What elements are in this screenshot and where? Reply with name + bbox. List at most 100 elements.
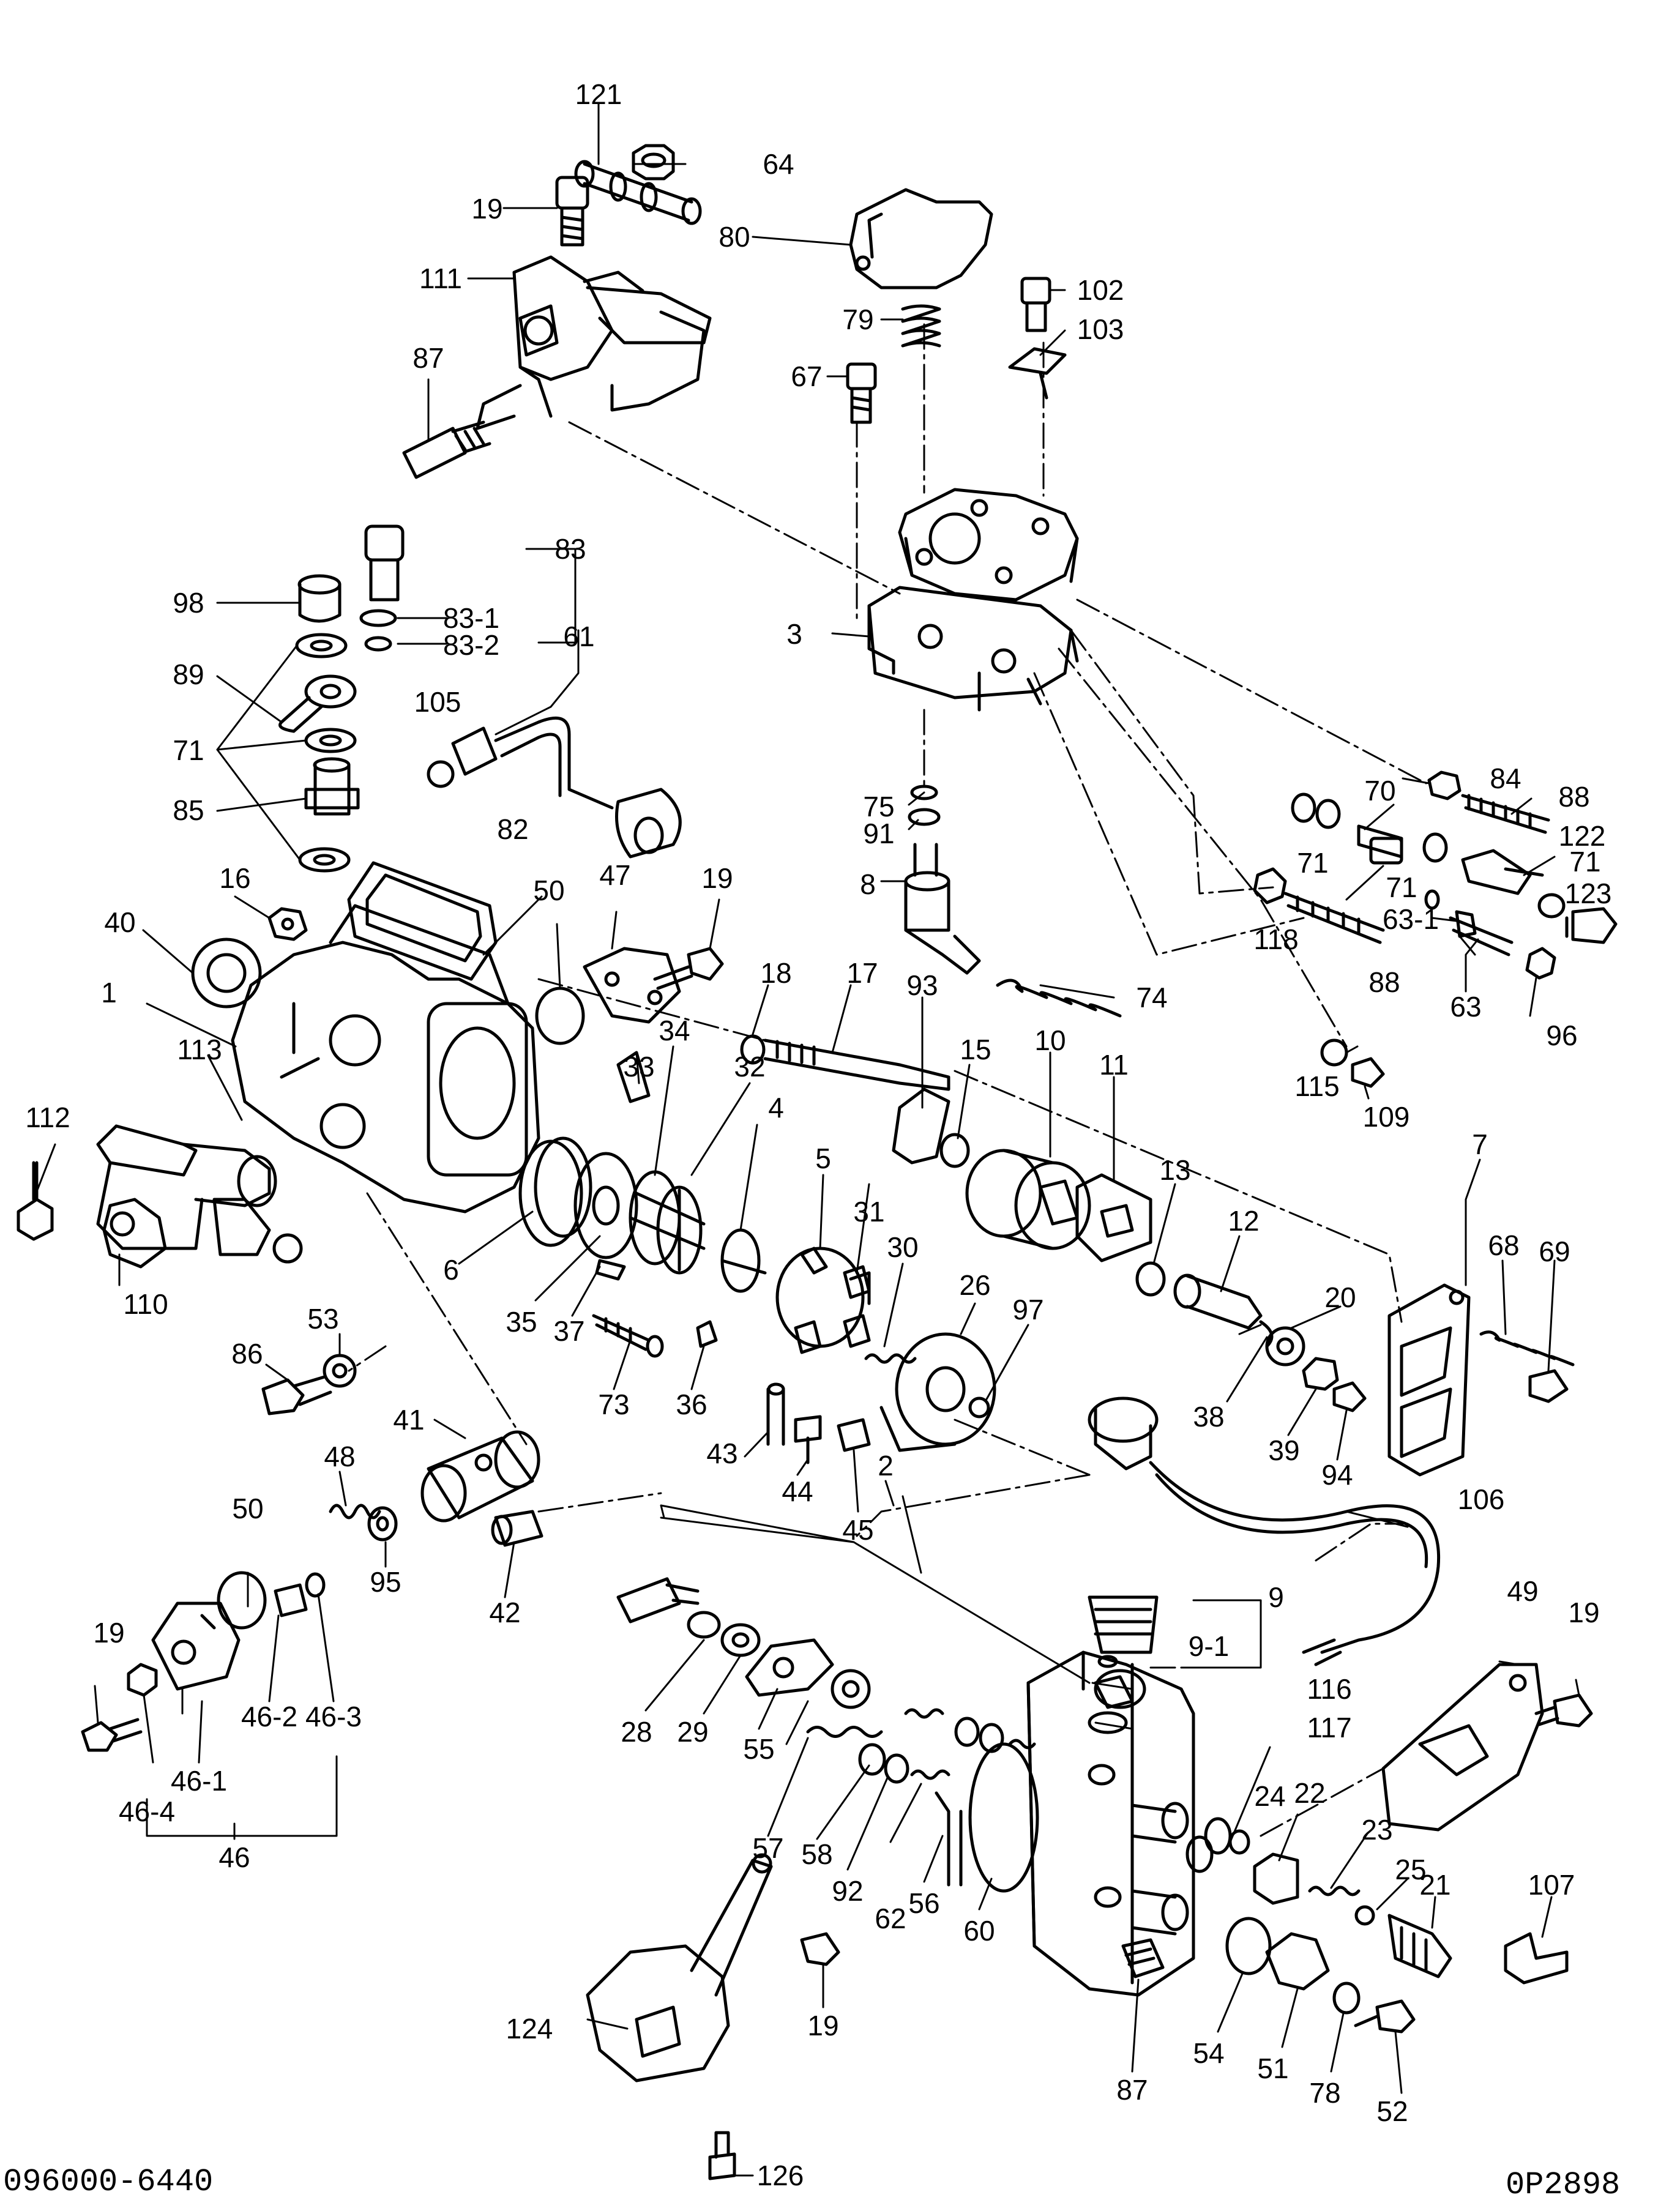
part-94-screw bbox=[1332, 1381, 1367, 1412]
callout-84: 84 bbox=[1490, 762, 1521, 794]
callout-71: 71 bbox=[1386, 871, 1417, 903]
part-21-nipple bbox=[1387, 1914, 1452, 1978]
part-85-connector bbox=[304, 757, 360, 816]
part-117-washer bbox=[1088, 1711, 1128, 1734]
callout-19: 19 bbox=[93, 1617, 125, 1649]
callout-117: 117 bbox=[1307, 1712, 1352, 1743]
callout-30: 30 bbox=[887, 1231, 919, 1263]
part-19-bolt-top bbox=[555, 176, 589, 247]
part-68-spring bbox=[1479, 1330, 1575, 1366]
callout-28: 28 bbox=[621, 1716, 652, 1748]
callout-12: 12 bbox=[1228, 1205, 1260, 1237]
drawing-code-label: 0P2898 bbox=[1506, 2167, 1621, 2203]
part-29-washer bbox=[720, 1623, 761, 1657]
part-105-oring bbox=[427, 760, 455, 788]
callout-48: 48 bbox=[324, 1441, 356, 1472]
callout-109: 109 bbox=[1362, 1101, 1410, 1133]
callout-87: 87 bbox=[413, 342, 444, 374]
callout-68: 68 bbox=[1488, 1229, 1520, 1261]
callout-126: 126 bbox=[756, 2160, 804, 2191]
part-19-bolt-right bbox=[1534, 1693, 1593, 1728]
part-113-timer-cover bbox=[96, 1124, 277, 1250]
callout-102: 102 bbox=[1077, 274, 1124, 306]
callout-31: 31 bbox=[853, 1196, 885, 1228]
callout-19: 19 bbox=[701, 862, 733, 894]
callout-98: 98 bbox=[173, 587, 204, 619]
part-19-bolt-left bbox=[81, 1718, 143, 1752]
part-70-bolt bbox=[1357, 824, 1403, 865]
callout-93: 93 bbox=[906, 969, 938, 1001]
callout-45: 45 bbox=[842, 1514, 874, 1546]
callout-86: 86 bbox=[231, 1338, 263, 1370]
callout-38: 38 bbox=[1193, 1401, 1225, 1433]
callout-19: 19 bbox=[1568, 1597, 1600, 1628]
callout-107: 107 bbox=[1528, 1869, 1575, 1901]
part-4-collar bbox=[720, 1228, 767, 1293]
part-62-spring bbox=[910, 1769, 950, 1780]
callout-11: 11 bbox=[1099, 1049, 1129, 1081]
callout-10: 10 bbox=[1034, 1024, 1066, 1056]
part-28-washer bbox=[687, 1611, 721, 1639]
part-64-nut bbox=[632, 144, 675, 181]
part-9-solenoid bbox=[1088, 1396, 1159, 1654]
callout-26: 26 bbox=[959, 1269, 991, 1301]
callout-13: 13 bbox=[1159, 1154, 1191, 1186]
callout-29: 29 bbox=[677, 1716, 709, 1748]
part-42-plug bbox=[491, 1510, 543, 1547]
alignment-lines bbox=[348, 323, 1427, 1837]
callout-121: 121 bbox=[575, 78, 622, 110]
part-1-pump-body bbox=[231, 904, 540, 1214]
part-126-bolt bbox=[708, 2131, 736, 2180]
part-44-screw bbox=[794, 1415, 822, 1464]
callout-85: 85 bbox=[173, 794, 204, 826]
part-63-adjust-screw bbox=[1449, 910, 1514, 956]
callout-53: 53 bbox=[307, 1303, 339, 1335]
part-26-governor-sleeve bbox=[879, 1332, 996, 1452]
callout-105: 105 bbox=[414, 686, 461, 718]
part-spring-set-a bbox=[806, 1708, 1036, 1753]
callout-35: 35 bbox=[506, 1306, 537, 1338]
callout-5: 5 bbox=[815, 1143, 831, 1174]
callout-73: 73 bbox=[598, 1389, 630, 1420]
part-plunger-assembly bbox=[616, 1577, 700, 1624]
part-37-pin bbox=[595, 1259, 626, 1281]
part-110-plate bbox=[102, 1198, 303, 1269]
callout-111: 111 bbox=[419, 263, 462, 294]
part-49-bracket bbox=[1381, 1663, 1544, 1832]
callout-123: 123 bbox=[1564, 878, 1612, 909]
callout-112: 112 bbox=[25, 1102, 70, 1133]
part-34-gear bbox=[629, 1170, 706, 1266]
part-123-bolt bbox=[1565, 907, 1618, 944]
callout-24: 24 bbox=[1254, 1780, 1286, 1812]
callout-74: 74 bbox=[1136, 982, 1168, 1013]
callout-51: 51 bbox=[1257, 2053, 1289, 2084]
callout-20: 20 bbox=[1324, 1281, 1356, 1313]
callout-79: 79 bbox=[842, 304, 874, 335]
part-52-bolt bbox=[1354, 1999, 1416, 2034]
callout-17: 17 bbox=[846, 957, 878, 989]
part-83-plug bbox=[364, 524, 405, 602]
part-38-clip bbox=[1259, 1320, 1274, 1348]
part-109-bolt bbox=[1351, 1057, 1385, 1088]
part-9-1-oring bbox=[1097, 1655, 1118, 1668]
part-19-bolt-mid bbox=[653, 947, 724, 990]
callout-124: 124 bbox=[506, 2013, 553, 2045]
part-8-lever-shaft bbox=[904, 843, 981, 975]
callout-50: 50 bbox=[533, 874, 565, 906]
callout-34: 34 bbox=[659, 1015, 690, 1046]
part-58-washer bbox=[858, 1743, 886, 1776]
part-11-key-block bbox=[1075, 1173, 1152, 1262]
part-41-sleeve bbox=[420, 1430, 540, 1523]
part-84-nut bbox=[1427, 770, 1462, 800]
part-10-coupling bbox=[965, 1149, 1091, 1250]
part-43-pin bbox=[766, 1382, 785, 1446]
part-69-screw bbox=[1528, 1369, 1569, 1403]
callout-83-2: 83-2 bbox=[442, 629, 500, 661]
part-6-cam-disc bbox=[518, 1136, 592, 1247]
part-46-3-oring bbox=[305, 1572, 326, 1598]
part-71-washer-f bbox=[1537, 893, 1566, 919]
callout-110: 110 bbox=[123, 1288, 168, 1320]
callout-1: 1 bbox=[101, 977, 117, 1009]
